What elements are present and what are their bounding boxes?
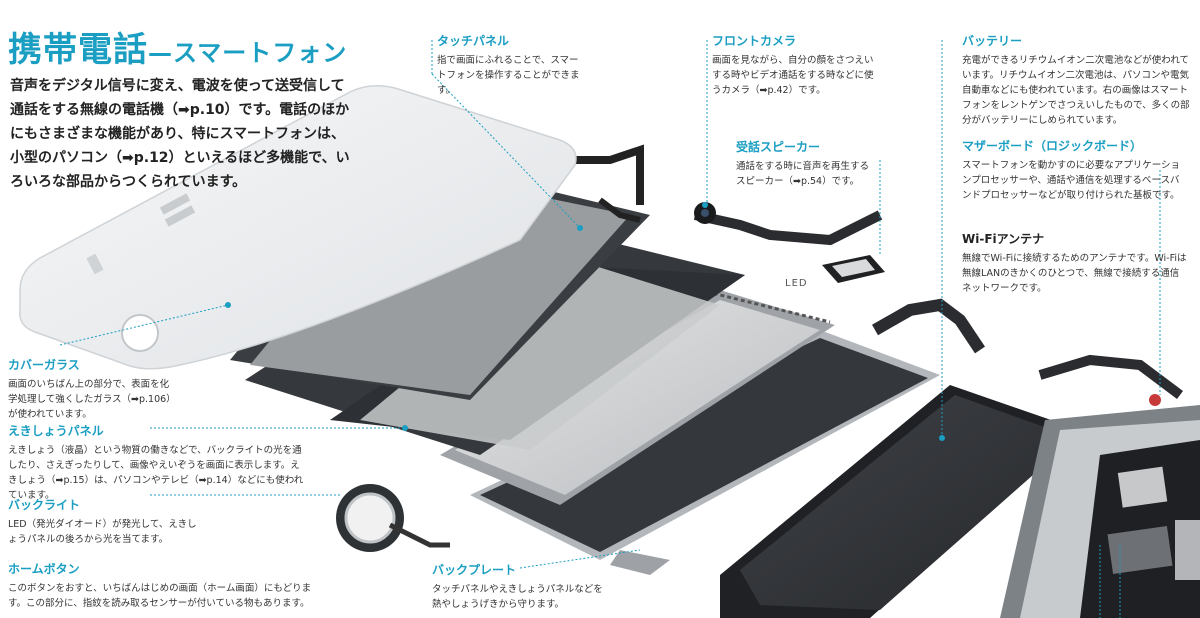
flex-cable-shape (872, 298, 985, 354)
leader-dot (702, 202, 708, 208)
callout-lcd: えきしょうパネル えきしょう（液晶）という物質の働きなどで、バックライトの光を通… (8, 422, 308, 503)
battery-shape (720, 385, 1080, 618)
cover-glass-shape (19, 85, 577, 370)
touch-panel-shape (230, 144, 650, 400)
callout-body: このボタンをおすと、いちばんはじめの画面（ホーム画面）にもどります。この部分に、… (8, 583, 312, 609)
callout-touch-panel: タッチパネル 指で画面にふれることで、スマートフォンを操作することができます。 (437, 32, 587, 98)
led-label: LED (785, 278, 808, 289)
callout-head: バックライト (8, 498, 81, 512)
callout-backlight: バックライト LED（発光ダイオード）が発光して、えきしょうパネルの後ろから光を… (8, 496, 198, 547)
callout-body: タッチパネルやえきしょうパネルなどを熱やしょうげきから守ります。 (432, 584, 603, 610)
callout-cover-glass: カバーガラス 画面のいちばん上の部分で、表面を化学処理して強くしたガラス（➡p.… (8, 356, 178, 422)
callout-head: えきしょうパネル (8, 424, 104, 438)
callout-head: 受話スピーカー (736, 140, 821, 154)
speaker-shape (822, 255, 885, 283)
callout-head: バックプレート (432, 563, 517, 577)
callout-head: ホームボタン (8, 562, 80, 576)
leader-dot (225, 302, 231, 308)
callout-head: マザーボード（ロジックボード） (962, 139, 1143, 153)
callout-home-button: ホームボタン このボタンをおすと、いちばんはじめの画面（ホーム画面）にもどります… (8, 560, 318, 611)
home-button-shape (336, 484, 450, 552)
callout-head: Wi-Fiアンテナ (962, 232, 1045, 246)
callout-head: タッチパネル (437, 34, 510, 48)
intro-text: 音声をデジタル信号に変え、電波を使って送受信して通話をする無線の電話機（➡p.1… (10, 78, 350, 190)
callout-body: スマートフォンを動かすのに必要なアプリケーションプロセッサーや、通話や通信を処理… (962, 160, 1181, 201)
leader-dot (939, 435, 945, 441)
callout-battery: バッテリー 充電ができるリチウムイオン二次電池などが使われています。リチウムイオ… (962, 32, 1197, 128)
callout-speaker: 受話スピーカー 通話をする時に音声を再生するスピーカー（➡p.54）です。 (736, 138, 876, 189)
backplate-shape (470, 330, 940, 575)
callout-wifi: Wi-Fiアンテナ 無線でWi-Fiに接続するためのアンテナです。Wi-Fiは無… (962, 230, 1187, 296)
callout-backplate: バックプレート タッチパネルやえきしょうパネルなどを熱やしょうげきから守ります。 (432, 561, 612, 612)
page-title: 携帯電話—スマートフォン (8, 22, 347, 71)
callout-body: 通話をする時に音声を再生するスピーカー（➡p.54）です。 (736, 161, 870, 187)
callout-body: 指で画面にふれることで、スマートフォンを操作することができます。 (437, 55, 580, 96)
callout-head: フロントカメラ (712, 34, 797, 48)
title-main: 携帯電話 (8, 30, 148, 70)
diffuser-layer-shape (360, 255, 720, 450)
callout-body: 画面のいちばん上の部分で、表面を化学処理して強くしたガラス（➡p.106）が使わ… (8, 379, 176, 420)
callout-body: 無線でWi-Fiに接続するためのアンテナです。Wi-Fiは無線LANのきかくのひ… (962, 253, 1187, 294)
callout-body: 充電ができるリチウムイオン二次電池などが使われています。リチウムイオン二次電池は… (962, 55, 1190, 126)
leader-lines (59, 40, 1161, 618)
title-sub: —スマートフォン (148, 39, 348, 67)
leader-dot (577, 225, 583, 231)
callout-body: LED（発光ダイオード）が発光して、えきしょうパネルの後ろから光を当てます。 (8, 519, 197, 545)
callout-head: バッテリー (962, 34, 1023, 48)
callout-front-camera: フロントカメラ 画面を見ながら、自分の顔をさつえいする時やビデオ通話をする時など… (712, 32, 882, 98)
callout-head: カバーガラス (8, 358, 80, 372)
wifi-antenna-shape (1038, 354, 1183, 406)
leader-dot (402, 425, 408, 431)
backlight-shape (440, 288, 835, 505)
front-camera-shape (693, 202, 883, 246)
callout-body: えきしょう（液晶）という物質の働きなどで、バックライトの光を通したり、さえぎった… (8, 445, 304, 501)
logic-board-shape (1080, 440, 1200, 618)
callout-body: 画面を見ながら、自分の顔をさつえいする時やビデオ通話をする時などに使うカメラ（➡… (712, 55, 874, 96)
callout-motherboard: マザーボード（ロジックボード） スマートフォンを動かすのに必要なアプリケーション… (962, 137, 1187, 203)
